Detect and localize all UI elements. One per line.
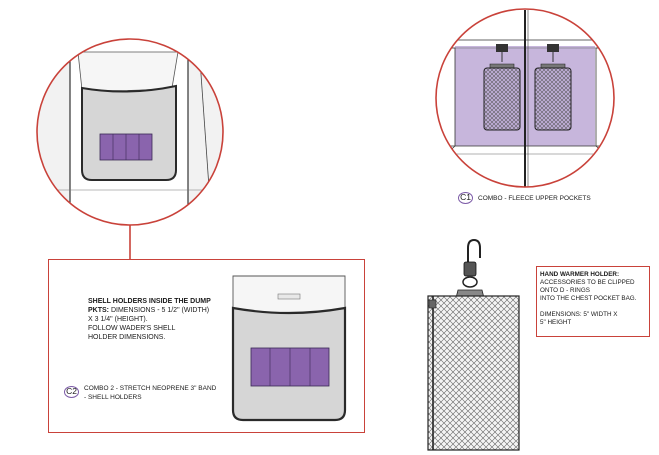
shell-holder-line3: X 3 1/4" (HEIGHT).: [88, 316, 148, 323]
badge-c1: C1: [458, 192, 473, 204]
hand-warmer-line3: INTO THE CHEST POCKET BAG.: [540, 295, 637, 302]
hand-warmer-line5: 5" HEIGHT: [540, 319, 572, 326]
shell-holder-line5: HOLDER DIMENSIONS.: [88, 334, 166, 341]
hand-warmer-line4: DIMENSIONS: 5" WIDTH X: [540, 311, 618, 318]
shell-holder-dimensions: DIMENSIONS - 5 1/2" (WIDTH): [109, 307, 210, 314]
zoom-circle-b: [435, 8, 615, 188]
hand-warmer-line1: ACCESSORIES TO BE CLIPPED: [540, 279, 635, 286]
shell-holder-pkts: PKTS:: [88, 307, 109, 314]
shell-holder-line2: PKTS: DIMENSIONS - 5 1/2" (WIDTH): [88, 307, 209, 316]
shell-holder-pocket-drawing: [231, 275, 347, 422]
callout-box-shell-holders: [48, 259, 365, 433]
zoom-detail-fleece-pockets: [436, 9, 614, 187]
zoom-detail-dump-pocket: [37, 39, 223, 225]
c2-caption-line2: - SHELL HOLDERS: [84, 394, 142, 401]
hand-warmer-line2: ONTO D - RINGS: [540, 287, 590, 294]
shell-holder-title: SHELL HOLDERS INSIDE THE DUMP: [88, 298, 211, 305]
hand-warmer-holder-drawing: [427, 239, 520, 451]
shell-holder-line4: FOLLOW WADER'S SHELL: [88, 325, 176, 332]
c2-caption-line1: COMBO 2 - STRETCH NEOPRENE 3" BAND: [84, 385, 217, 392]
hand-warmer-note-box: [536, 266, 650, 337]
c1-caption: COMBO - FLEECE UPPER POCKETS: [478, 195, 591, 202]
hand-warmer-title: HAND WARMER HOLDER:: [540, 271, 620, 278]
badge-c2: C2: [64, 386, 79, 398]
